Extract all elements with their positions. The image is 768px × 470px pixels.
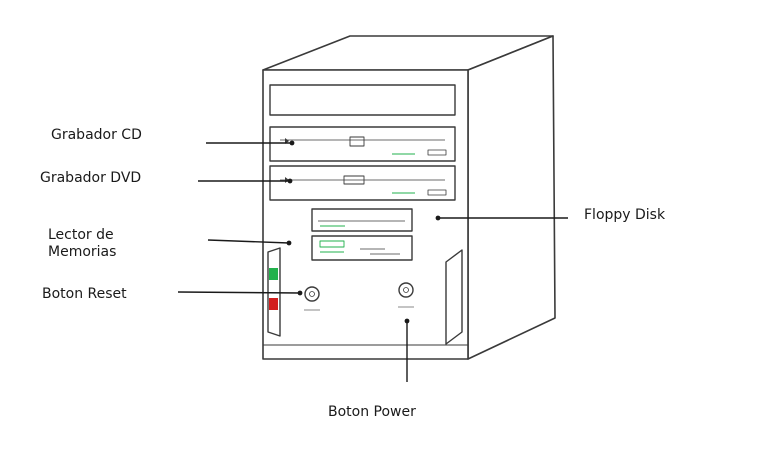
label-boton-power: Boton Power	[328, 404, 416, 420]
side-vent-panel	[445, 249, 463, 345]
tower-side	[467, 35, 556, 360]
label-floppy-disk: Floppy Disk	[584, 207, 666, 223]
cd-drive	[269, 126, 456, 162]
label-grabador-dvd: Grabador DVD	[40, 170, 142, 186]
label-lector-memorias: Lector de Memorias	[48, 227, 116, 261]
leader-reset	[177, 291, 301, 294]
memory-card-reader	[311, 235, 413, 261]
label-grabador-cd: Grabador CD	[51, 127, 142, 143]
dvd-drive	[269, 165, 456, 201]
power-button	[398, 282, 414, 298]
tower-front	[262, 69, 469, 360]
label-boton-reset: Boton Reset	[42, 286, 127, 302]
label-lector-line2: Memorias	[48, 244, 117, 260]
leader-lector	[207, 239, 290, 244]
floppy-drive	[311, 208, 413, 232]
label-lector-line1: Lector de	[48, 227, 114, 243]
reset-button	[304, 286, 320, 302]
front-left-panel	[267, 247, 281, 337]
empty-bay	[269, 84, 456, 116]
